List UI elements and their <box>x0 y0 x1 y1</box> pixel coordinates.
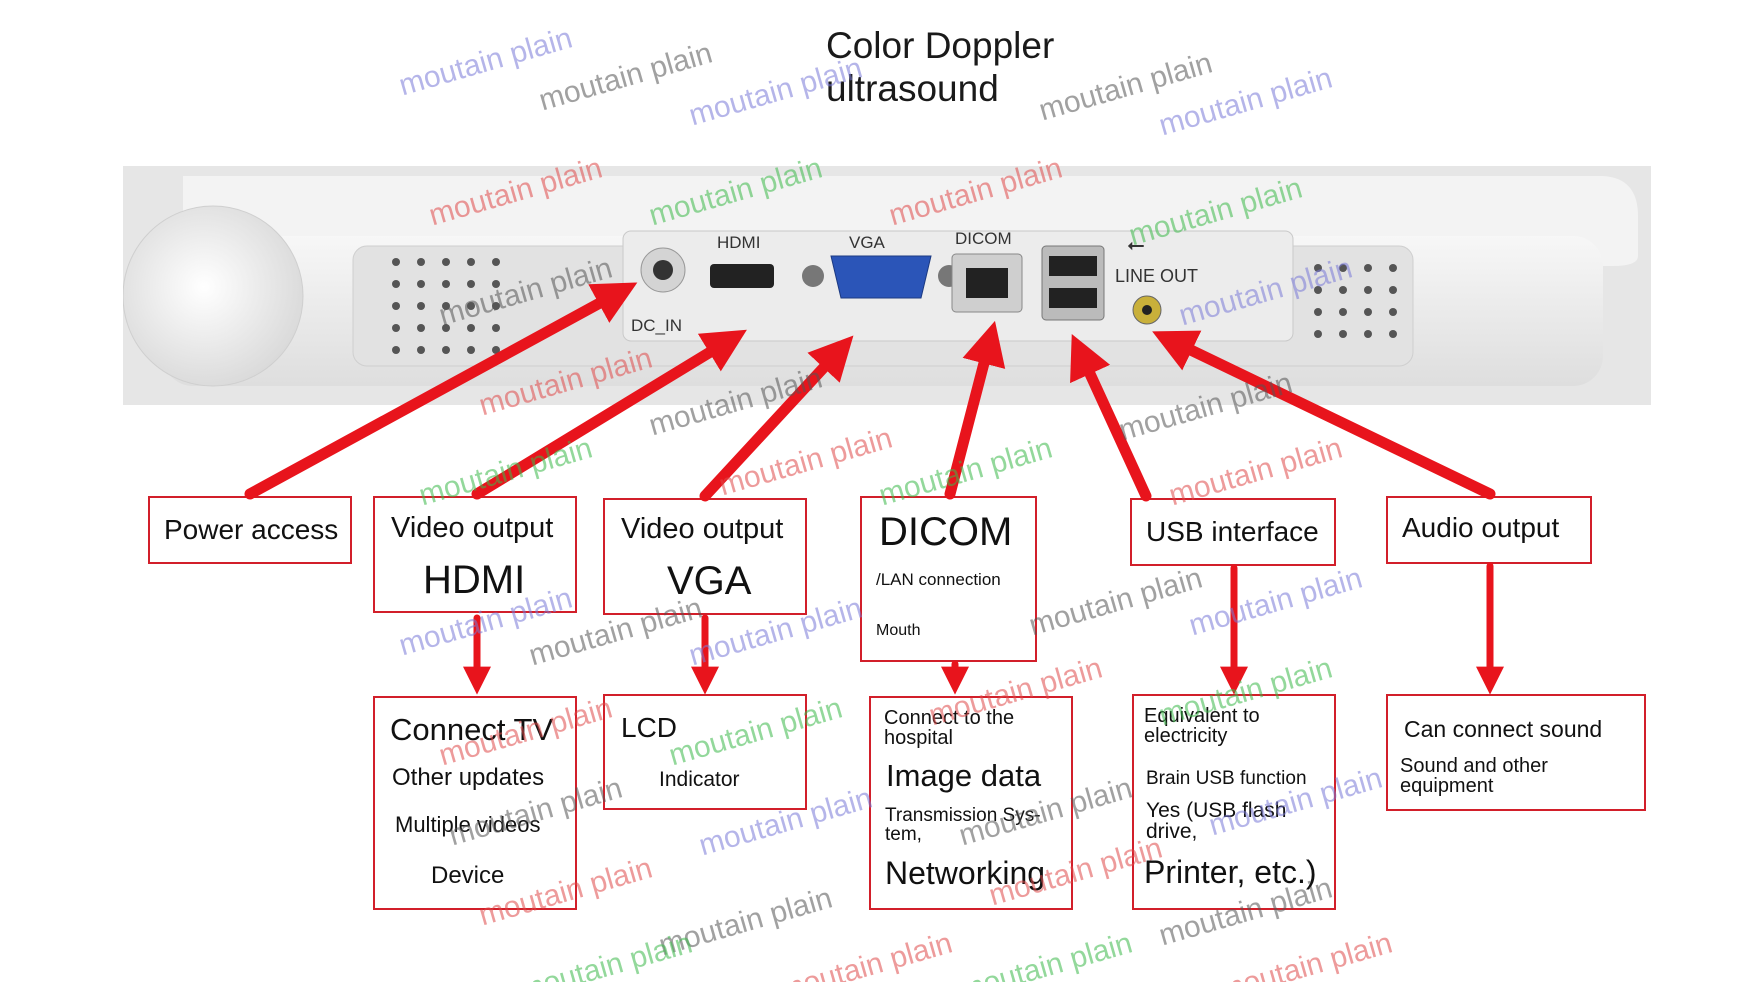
usb-functions-box: Equivalent to electricity Brain USB func… <box>1132 694 1336 910</box>
hospital-connection-box: Connect to the hospital Image data Trans… <box>869 696 1073 910</box>
title-line-1: Color Doppler <box>826 25 1055 66</box>
tv-box-line-2: Other updates <box>392 764 545 791</box>
usb-interface-label: USB interface <box>1146 516 1319 547</box>
power-access-box: Power access <box>148 496 352 564</box>
vga-box-line-1: Video output <box>621 513 784 545</box>
usb-functions-line-1: Equivalent to electricity <box>1144 705 1260 747</box>
audio-output-label: Audio output <box>1402 512 1560 543</box>
usb-functions-line-4: Printer, etc.) <box>1144 854 1317 890</box>
audio-output-box: Audio output <box>1386 496 1592 564</box>
hospital-box-line-1: Connect to the hospital <box>884 707 1015 749</box>
power-access-label: Power access <box>164 514 339 545</box>
dicom-box-line-2: /LAN connection <box>876 570 1001 589</box>
hospital-box-line-3: Transmission Sys- tem, <box>885 805 1041 845</box>
hdmi-box-line-2: HDMI <box>423 558 526 602</box>
arrow-usb-box-to-port <box>1070 334 1152 502</box>
hdmi-box-line-1: Video output <box>391 512 554 544</box>
title-line-2: ultrasound <box>826 68 999 109</box>
lcd-box-line-1: LCD <box>621 712 678 743</box>
dicom-box-line-3: Mouth <box>876 622 921 639</box>
sound-box-line-1: Can connect sound <box>1404 716 1603 742</box>
sound-equipment-box: Can connect sound Sound and other equipm… <box>1386 694 1646 811</box>
vga-box-line-2: VGA <box>667 559 752 603</box>
arrow-audio-box-to-port <box>1152 330 1496 500</box>
arrow-power-to-dc-in <box>244 282 638 500</box>
arrow-dicom-box-to-port <box>944 320 1006 500</box>
device-rear-panel-photo: DC_IN HDMI VGA DICOM LINE OUT ⭠ <box>123 166 1651 405</box>
tv-box-line-4: Device <box>431 862 505 889</box>
arrow-hdmi-box-to-port <box>471 329 747 500</box>
usb-symbol-icon: ⭠ <box>1127 232 1145 257</box>
hdmi-port <box>710 264 774 288</box>
lcd-box: LCD Indicator <box>603 694 807 810</box>
tv-box-line-3: Multiple videos <box>395 812 541 837</box>
vga-port <box>830 255 932 299</box>
left-speaker-grille <box>392 258 500 354</box>
right-speaker-grille <box>1314 264 1397 338</box>
lcd-box-line-2: Indicator <box>659 768 740 791</box>
usb-functions-line-3: Yes (USB flash drive, <box>1146 799 1287 843</box>
line-out-label: LINE OUT <box>1115 266 1198 286</box>
dicom-box: DICOM /LAN connection Mouth <box>860 496 1037 662</box>
hospital-box-line-4: Networking <box>885 855 1046 891</box>
tv-box-line-1: Connect TV <box>390 712 554 747</box>
sound-box-line-2: Sound and other equipment <box>1400 755 1548 797</box>
usb-functions-line-2: Brain USB function <box>1146 768 1307 789</box>
arrow-vga-box-to-port <box>699 335 854 502</box>
vga-port-label: VGA <box>849 233 886 252</box>
hospital-box-line-2: Image data <box>886 758 1042 793</box>
dicom-box-line-1: DICOM <box>879 510 1013 554</box>
dc-in-label: DC_IN <box>631 316 682 335</box>
page-title: Color Doppler ultrasound <box>826 24 1054 110</box>
connect-tv-box: Connect TV Other updates Multiple videos… <box>373 696 577 910</box>
dicom-port-label: DICOM <box>955 229 1012 248</box>
hdmi-port-label: HDMI <box>717 233 760 252</box>
